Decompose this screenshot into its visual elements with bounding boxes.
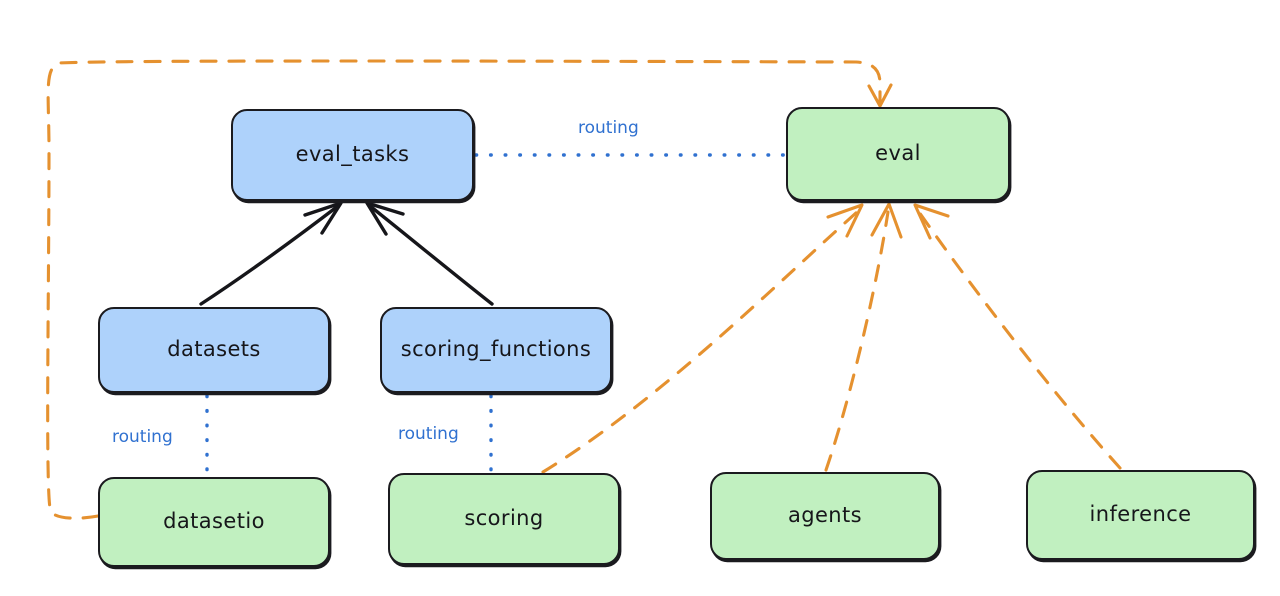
node-eval[interactable]: eval (786, 107, 1010, 201)
node-label-inference: inference (1089, 502, 1192, 527)
node-datasets[interactable]: datasets (98, 307, 330, 393)
node-scoring-functions[interactable]: scoring_functions (380, 307, 612, 393)
node-label-scoring-functions: scoring_functions (400, 337, 592, 362)
edge-scoring_functions-to-eval_tasks (365, 201, 494, 306)
node-label-eval: eval (875, 141, 921, 166)
node-label-scoring: scoring (464, 506, 544, 531)
edge-datasets-to-eval_tasks (199, 201, 343, 306)
node-label-agents: agents (787, 503, 862, 528)
node-eval-tasks[interactable]: eval_tasks (231, 109, 474, 201)
node-inference[interactable]: inference (1026, 470, 1255, 560)
node-label-eval-tasks: eval_tasks (295, 142, 410, 167)
node-label-datasets: datasets (167, 337, 261, 362)
edge-datasetio-to-eval (46, 59, 893, 520)
node-datasetio[interactable]: datasetio (98, 477, 330, 567)
node-label-datasetio: datasetio (163, 509, 265, 534)
edge-label-routing-datasets-datasetio: routing (112, 427, 173, 447)
edge-scoring-to-eval (541, 203, 864, 474)
edge-inference-to-eval (913, 203, 1122, 470)
node-scoring[interactable]: scoring (388, 473, 620, 565)
edge-label-routing-eval-tasks-eval: routing (578, 118, 639, 138)
edge-agents-to-eval (824, 202, 903, 472)
node-agents[interactable]: agents (710, 472, 940, 560)
edge-label-routing-scoring-functions-scoring: routing (398, 424, 459, 444)
